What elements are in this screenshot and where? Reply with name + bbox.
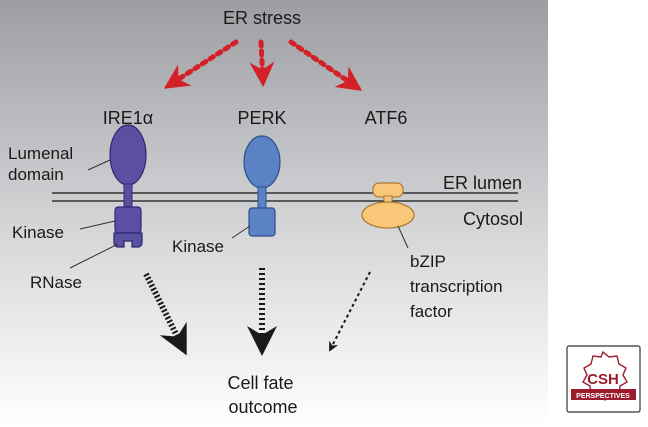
lumenal-domain-label: Lumenal domain [8, 144, 78, 184]
csh-perspectives-logo: CSH PERSPECTIVES [566, 345, 641, 413]
atf6-bzip-domain [361, 201, 415, 229]
logo-bottom-text: PERSPECTIVES [576, 393, 630, 400]
stress-arrow-ire1 [163, 39, 239, 89]
perk-transmembrane [257, 186, 267, 210]
logo-top-text: CSH [587, 371, 619, 388]
ire1-rnase-domain [113, 232, 143, 248]
perk-kinase-label: Kinase [172, 237, 224, 256]
ire1-kinase-label: Kinase [12, 223, 64, 242]
atf6-lumenal-domain [372, 182, 404, 198]
signaling-arrows [143, 268, 371, 356]
perk-protein [243, 135, 281, 237]
er-lumen-label: ER lumen [443, 173, 522, 193]
atf6-label: ATF6 [365, 108, 408, 128]
perk-kinase-domain [248, 207, 276, 237]
ire1-lumenal-domain [109, 124, 147, 186]
bzip-label: bZIP transcription factor [410, 252, 507, 321]
cell-fate-outcome-label: Cell fate outcome [227, 373, 298, 417]
atf6-output-arrow [329, 271, 371, 352]
cytosol-label: Cytosol [463, 209, 523, 229]
atf6-protein [361, 182, 415, 229]
stress-arrow-perk [249, 39, 275, 87]
perk-lumenal-domain [243, 135, 281, 189]
stress-arrows [163, 39, 363, 91]
er-stress-title: ER stress [223, 8, 301, 28]
ire1-protein [109, 124, 147, 248]
perk-label: PERK [237, 108, 286, 128]
ire1-kinase-domain [114, 206, 142, 234]
stress-arrow-atf6 [288, 39, 363, 91]
ire1-label: IRE1α [103, 108, 153, 128]
ire1-transmembrane [123, 183, 133, 209]
rnase-label: RNase [30, 273, 82, 292]
leader-lines [69, 159, 409, 269]
